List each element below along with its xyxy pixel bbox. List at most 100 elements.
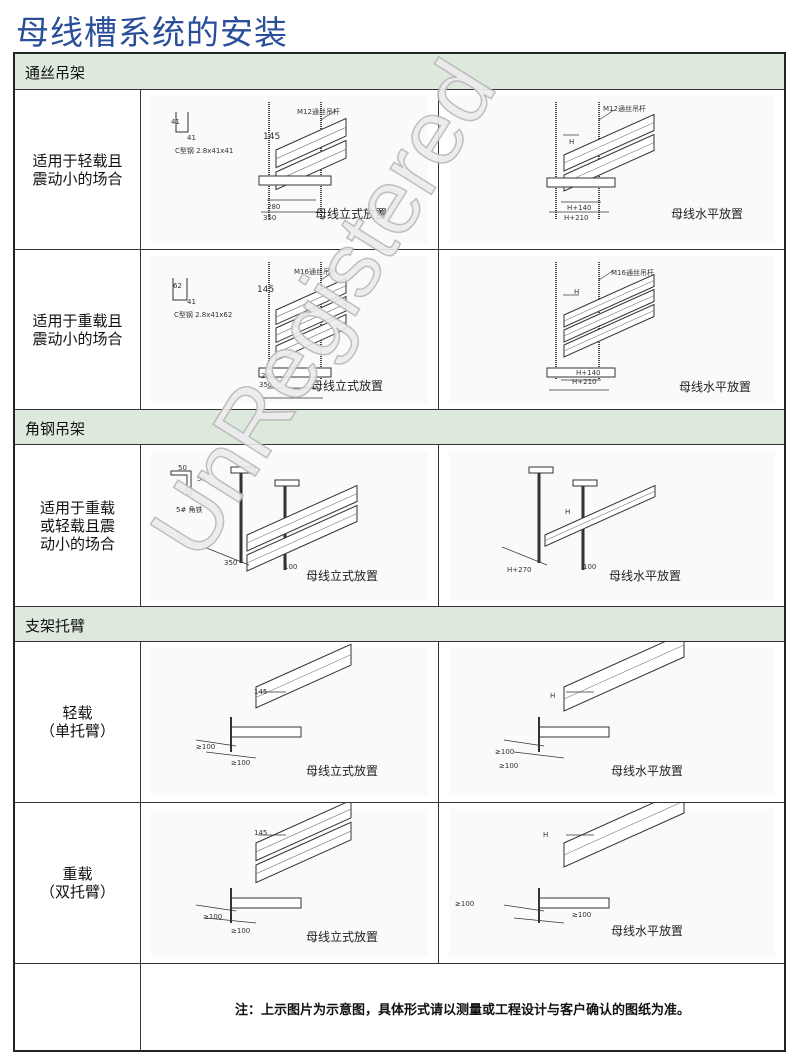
dim-label: H bbox=[569, 138, 575, 146]
drawing-line bbox=[275, 127, 347, 160]
bracket-arm-icon bbox=[230, 897, 302, 909]
dim-label: H+140 bbox=[576, 369, 601, 377]
diagram-vertical: 145 ≥100 ≥100 母线立式放置 bbox=[141, 803, 439, 963]
diagram-horizontal: M16通丝吊杆 H H+140 H+210 母线水平放置 bbox=[439, 250, 785, 409]
dimension-line bbox=[503, 739, 545, 747]
profile-dim: 62 bbox=[173, 282, 182, 290]
drawing-line bbox=[563, 803, 681, 856]
profile-dim: 41 bbox=[187, 298, 196, 306]
section-title: 角钢吊架 bbox=[25, 420, 86, 438]
mounting-plate-icon bbox=[230, 466, 256, 474]
dimension-line bbox=[513, 917, 565, 924]
dim-label: ≥100 bbox=[231, 927, 251, 935]
dimension-line bbox=[205, 917, 257, 924]
caption: 母线立式放置 bbox=[306, 764, 379, 778]
dim-label: ≥100 bbox=[572, 911, 592, 919]
rod-label: M12通丝吊杆 bbox=[603, 105, 646, 113]
leader-line bbox=[598, 109, 615, 121]
drawing-line bbox=[255, 830, 352, 875]
caption: 母线水平放置 bbox=[611, 924, 684, 938]
section-header-threaded-rod-hanger: 通丝吊架 bbox=[15, 54, 784, 90]
dim-label: 280 bbox=[267, 203, 281, 211]
dim-label: ≥100 bbox=[495, 748, 515, 756]
dim-label: 145 bbox=[263, 132, 281, 142]
angle-steel-profile-icon bbox=[170, 470, 192, 496]
c-steel-profile-icon bbox=[175, 112, 189, 133]
diagram-vertical: 50 50 5# 角铁 350 100 母线立式放置 bbox=[141, 445, 439, 606]
caption: 母线水平放置 bbox=[679, 380, 752, 394]
caption: 母线立式放置 bbox=[315, 207, 388, 221]
leader-line bbox=[320, 269, 337, 281]
leader-line bbox=[598, 269, 615, 281]
rod-label: M12通丝吊杆 bbox=[297, 108, 340, 116]
rod-label: M16通丝吊杆 bbox=[294, 268, 337, 276]
diagram-vertical: 62 41 C型钢 2.8x41x62 M16通丝吊杆 145 280 350 … bbox=[141, 250, 439, 409]
installation-table: 通丝吊架 适用于轻载且 震动小的场合 41 41 C型钢 2.8x41x41 M… bbox=[13, 52, 786, 1052]
drawing-line bbox=[275, 285, 347, 318]
dim-label: H bbox=[550, 692, 556, 700]
dim-label: H+210 bbox=[564, 214, 589, 222]
drawing-line bbox=[246, 513, 358, 564]
profile-label: 5# 角铁 bbox=[176, 506, 203, 514]
dim-label: H+210 bbox=[572, 378, 597, 386]
diagram-vertical: 145 ≥100 ≥100 母线立式放置 bbox=[141, 642, 439, 802]
c-steel-bracket-icon bbox=[258, 175, 332, 186]
drawing-line bbox=[275, 303, 347, 336]
dim-label: H bbox=[543, 831, 549, 839]
c-steel-bracket-icon bbox=[546, 177, 616, 188]
dim-label: 145 bbox=[254, 829, 268, 837]
table-row: 轻载 （单托臂） 145 ≥100 ≥100 母线立式放置 H ≥100 ≥10… bbox=[15, 642, 784, 803]
drawing-line bbox=[563, 122, 655, 164]
note-row: 注：上示图片为示意图，具体形式请以测量或工程设计与客户确认的图纸为准。 bbox=[15, 964, 784, 1052]
profile-dim: 50 bbox=[197, 475, 206, 483]
mounting-plate-icon bbox=[572, 479, 598, 487]
bracket-arm-icon bbox=[230, 726, 302, 738]
dim-label: ≥100 bbox=[499, 762, 519, 770]
c-steel-bracket-icon bbox=[258, 367, 332, 378]
caption: 母线立式放置 bbox=[311, 379, 384, 393]
section-title: 支架托臂 bbox=[25, 617, 86, 635]
drawing-line bbox=[563, 142, 655, 184]
dim-label: 100 bbox=[583, 563, 597, 571]
dim-label: 145 bbox=[254, 688, 268, 696]
drawing-line bbox=[255, 654, 352, 698]
dimension-line bbox=[513, 751, 565, 759]
diagram-horizontal: H H+270 100 母线水平放置 bbox=[439, 445, 785, 606]
dimension-line bbox=[195, 904, 237, 912]
row-label: 轻载 （单托臂） bbox=[15, 642, 141, 802]
caption: 母线立式放置 bbox=[306, 930, 379, 944]
c-steel-bracket-icon bbox=[546, 367, 616, 378]
profile-dim: 41 bbox=[187, 134, 196, 142]
section-header-bracket-arm: 支架托臂 bbox=[15, 607, 784, 642]
dim-label: H bbox=[565, 508, 571, 516]
drawing-line bbox=[255, 808, 352, 853]
diagram-horizontal: H ≥100 ≥100 母线水平放置 bbox=[439, 642, 785, 802]
dim-label: H bbox=[574, 288, 580, 296]
dim-label: 350 bbox=[224, 559, 238, 567]
diagram-vertical: 41 41 C型钢 2.8x41x41 M12通丝吊杆 145 280 350 … bbox=[141, 90, 439, 249]
row-label: 适用于重载 或轻载且震 动小的场合 bbox=[15, 445, 141, 606]
dim-label: 280 bbox=[261, 372, 275, 380]
drawing-line bbox=[563, 644, 685, 700]
row-label-empty bbox=[15, 964, 141, 1052]
drawing-line bbox=[563, 280, 655, 322]
rod-label: M16通丝吊杆 bbox=[611, 269, 654, 277]
table-row: 适用于重载 或轻载且震 动小的场合 50 50 5# 角铁 350 100 母线… bbox=[15, 445, 784, 607]
drawing-line bbox=[246, 493, 358, 544]
dimension-line bbox=[203, 546, 250, 566]
drawing-line bbox=[275, 321, 347, 354]
caption: 母线立式放置 bbox=[306, 569, 379, 583]
c-steel-profile-icon bbox=[172, 278, 188, 301]
caption: 母线水平放置 bbox=[609, 569, 682, 583]
dim-label: H+270 bbox=[507, 566, 532, 574]
drawing-line bbox=[563, 295, 655, 337]
dim-label: 350 bbox=[259, 381, 273, 389]
busway-icon bbox=[255, 803, 352, 862]
dim-label: 145 bbox=[257, 285, 275, 295]
diagram-horizontal: H ≥100 ≥100 母线水平放置 bbox=[439, 803, 785, 963]
row-label: 适用于轻载且 震动小的场合 bbox=[15, 90, 141, 249]
row-label: 适用于重载且 震动小的场合 bbox=[15, 250, 141, 409]
dimension-line bbox=[205, 751, 257, 759]
section-title: 通丝吊架 bbox=[25, 64, 86, 82]
profile-label: C型钢 2.8x41x62 bbox=[174, 311, 233, 319]
